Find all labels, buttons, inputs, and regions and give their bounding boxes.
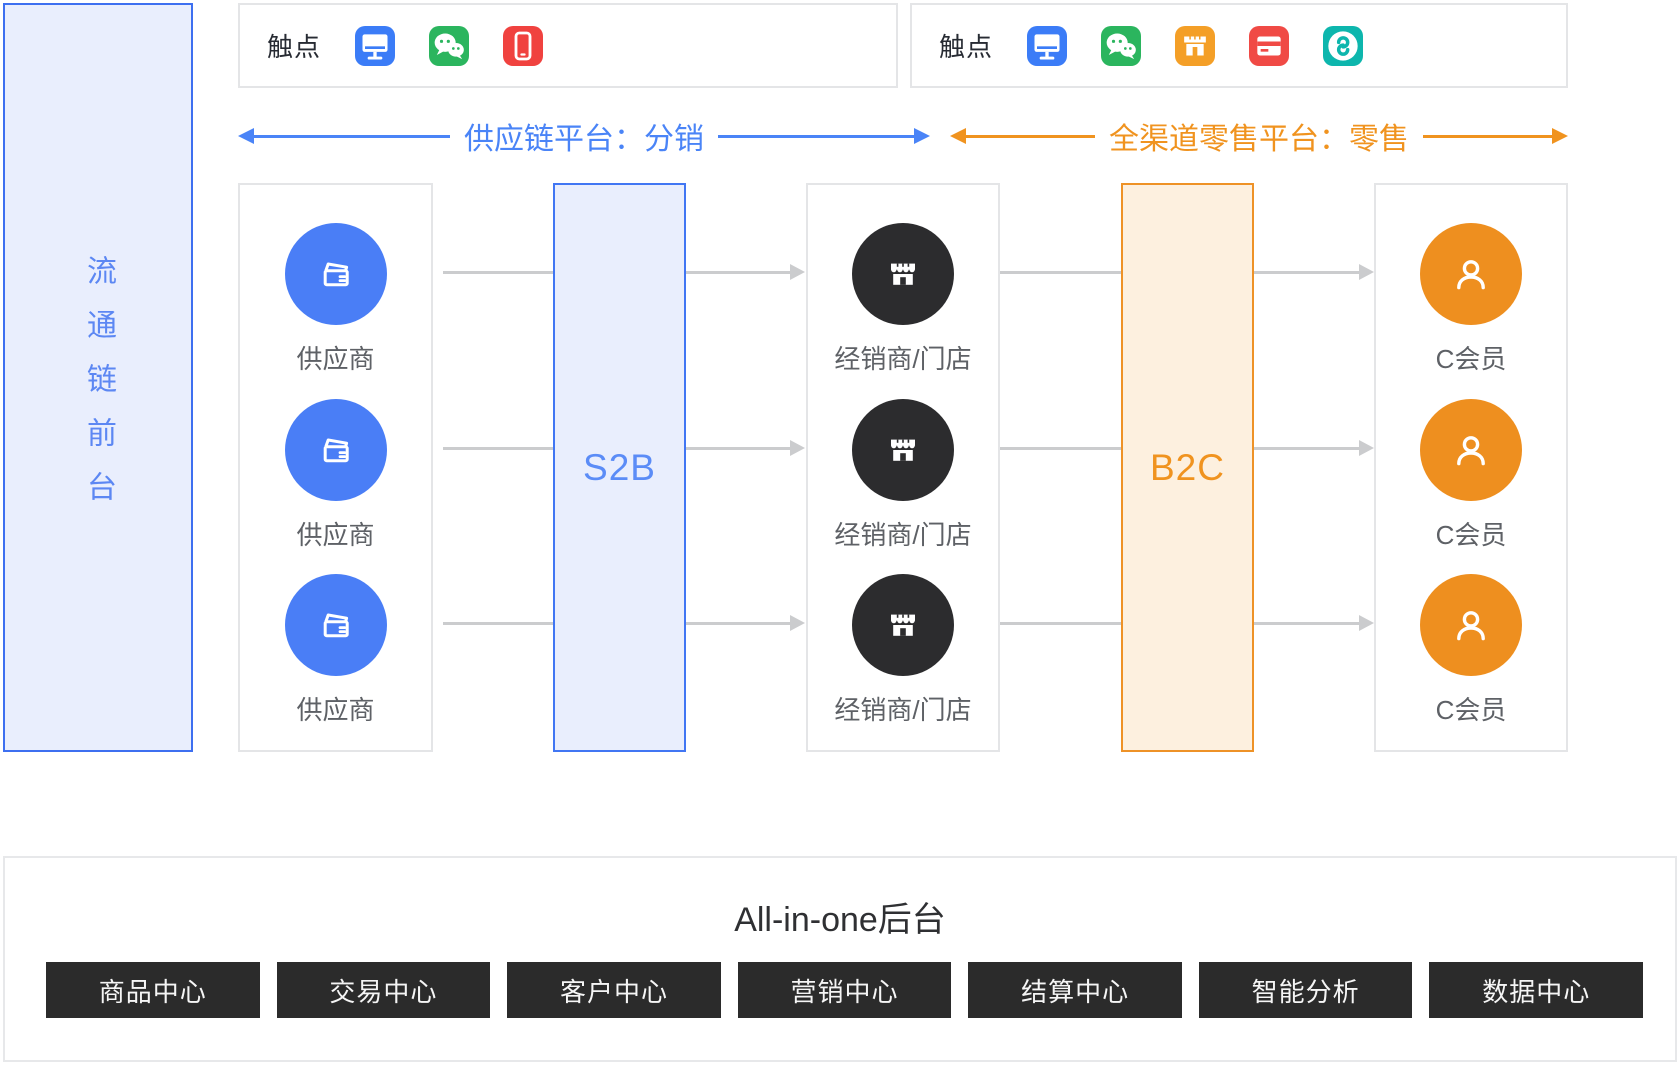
module-chip-trade-center: 交易中心 (276, 962, 491, 1018)
person-icon (1420, 223, 1522, 325)
front-stage-label: 流通链前台 (82, 254, 115, 525)
supplier-node: 供应商 (240, 223, 431, 376)
supplier-node: 供应商 (240, 399, 431, 552)
connector-line (1000, 622, 1121, 625)
touchpoints-left-label: 触点 (267, 32, 322, 62)
dealers-column: 经销商/门店 经销商/门店 (806, 183, 1000, 752)
member-node: C会员 (1376, 223, 1566, 376)
supplier-label: 供应商 (296, 344, 375, 374)
b2c-platform: B2C (1121, 183, 1254, 752)
connector-arrow (686, 264, 805, 280)
arrow-line (1423, 134, 1552, 138)
supplier-icon (284, 399, 387, 501)
member-node: C会员 (1376, 399, 1566, 552)
s2b-label: S2B (583, 446, 656, 488)
backend-modules-row: 商品中心 交易中心 客户中心 营销中心 结算中心 智能分析 数据中心 (46, 962, 1644, 1018)
connector-line (1000, 447, 1121, 450)
connector-line (443, 271, 553, 274)
supplier-label: 供应商 (296, 695, 375, 725)
connector-arrow (1254, 440, 1374, 456)
b2c-label: B2C (1150, 446, 1225, 488)
supply-platform-label: 供应链平台：分销 (464, 123, 704, 156)
backend-box (3, 856, 1677, 1062)
touchpoints-right-box: 触点 (910, 3, 1568, 88)
wechat-icon (429, 25, 470, 66)
mobile-icon (503, 25, 544, 66)
storefront-icon (852, 223, 954, 325)
card-icon (1249, 25, 1290, 66)
arrow-line (966, 134, 1095, 138)
dealer-label: 经销商/门店 (834, 344, 972, 374)
module-chip-smart-analytics: 智能分析 (1198, 962, 1413, 1018)
arrow-left-head (238, 128, 254, 144)
store-icon (1175, 25, 1216, 66)
retail-platform-arrow: 全渠道零售平台：零售 (950, 119, 1568, 156)
touchpoints-right-label: 触点 (939, 32, 994, 62)
connector-line (443, 622, 553, 625)
storefront-icon (852, 574, 954, 676)
dealer-node: 经销商/门店 (808, 223, 998, 376)
supplier-label: 供应商 (296, 520, 375, 550)
member-label: C会员 (1435, 520, 1507, 550)
module-chip-product-center: 商品中心 (46, 962, 260, 1018)
arrow-right-head (1552, 128, 1568, 144)
connector-arrow (1254, 615, 1374, 631)
front-stage-panel: 流通链前台 (3, 3, 193, 752)
connector-arrow (1254, 264, 1374, 280)
dealer-node: 经销商/门店 (808, 574, 998, 727)
connector-line (443, 447, 553, 450)
backend-title: All-in-one后台 (734, 901, 946, 939)
desktop-icon (1027, 25, 1068, 66)
module-chip-marketing-center: 营销中心 (737, 962, 952, 1018)
module-chip-data-center: 数据中心 (1429, 962, 1644, 1018)
connector-line (1000, 271, 1121, 274)
module-chip-customer-center: 客户中心 (507, 962, 721, 1018)
supplier-icon (284, 223, 387, 325)
arrow-right-head (914, 128, 930, 144)
person-icon (1420, 574, 1522, 676)
member-label: C会员 (1435, 695, 1507, 725)
arrow-line (254, 134, 450, 138)
members-column: C会员 C会员 C会员 (1374, 183, 1568, 752)
connector-arrow (686, 440, 805, 456)
person-icon (1420, 399, 1522, 501)
arrow-left-head (950, 128, 966, 144)
dealer-label: 经销商/门店 (834, 695, 972, 725)
supplier-node: 供应商 (240, 574, 431, 727)
supply-platform-arrow: 供应链平台：分销 (238, 119, 930, 156)
desktop-icon (355, 25, 396, 66)
module-chip-settlement-center: 结算中心 (968, 962, 1182, 1018)
miniprogram-icon (1323, 25, 1364, 66)
supplier-icon (284, 574, 387, 676)
s2b-platform: S2B (553, 183, 686, 752)
arrow-line (718, 134, 914, 138)
wechat-icon (1101, 25, 1142, 66)
touchpoints-left-box: 触点 (238, 3, 898, 88)
dealer-label: 经销商/门店 (834, 520, 972, 550)
storefront-icon (852, 399, 954, 501)
dealer-node: 经销商/门店 (808, 399, 998, 552)
connector-arrow (686, 615, 805, 631)
retail-platform-label: 全渠道零售平台：零售 (1109, 123, 1409, 156)
member-label: C会员 (1435, 344, 1507, 374)
member-node: C会员 (1376, 574, 1566, 727)
suppliers-column: 供应商 供应商 供应商 (238, 183, 433, 752)
